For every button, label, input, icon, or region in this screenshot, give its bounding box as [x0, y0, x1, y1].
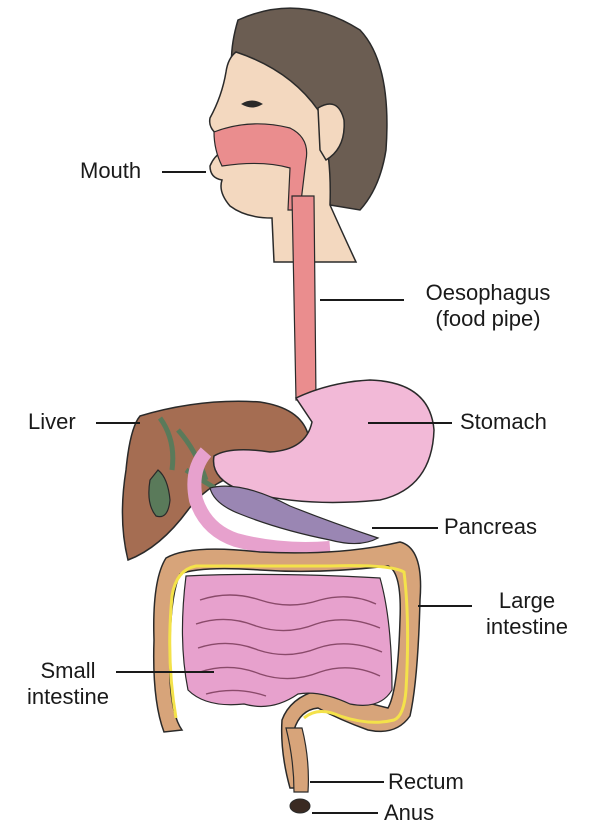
- label-anus: Anus: [384, 800, 434, 826]
- label-oesophagus-line1: Oesophagus: [408, 280, 568, 306]
- label-large-intestine-line2: intestine: [472, 614, 582, 640]
- label-oesophagus: Oesophagus (food pipe): [408, 280, 568, 332]
- anus: [290, 799, 310, 813]
- label-rectum: Rectum: [388, 769, 464, 795]
- label-liver: Liver: [28, 409, 76, 435]
- oesophagus: [292, 196, 316, 400]
- label-mouth: Mouth: [80, 158, 141, 184]
- label-small-intestine: Small intestine: [18, 658, 118, 710]
- small-intestine: [182, 574, 392, 706]
- label-large-intestine: Large intestine: [472, 588, 582, 640]
- label-stomach: Stomach: [460, 409, 547, 435]
- label-small-intestine-line2: intestine: [18, 684, 118, 710]
- label-large-intestine-line1: Large: [472, 588, 582, 614]
- label-small-intestine-line1: Small: [18, 658, 118, 684]
- label-pancreas: Pancreas: [444, 514, 537, 540]
- label-oesophagus-line2: (food pipe): [408, 306, 568, 332]
